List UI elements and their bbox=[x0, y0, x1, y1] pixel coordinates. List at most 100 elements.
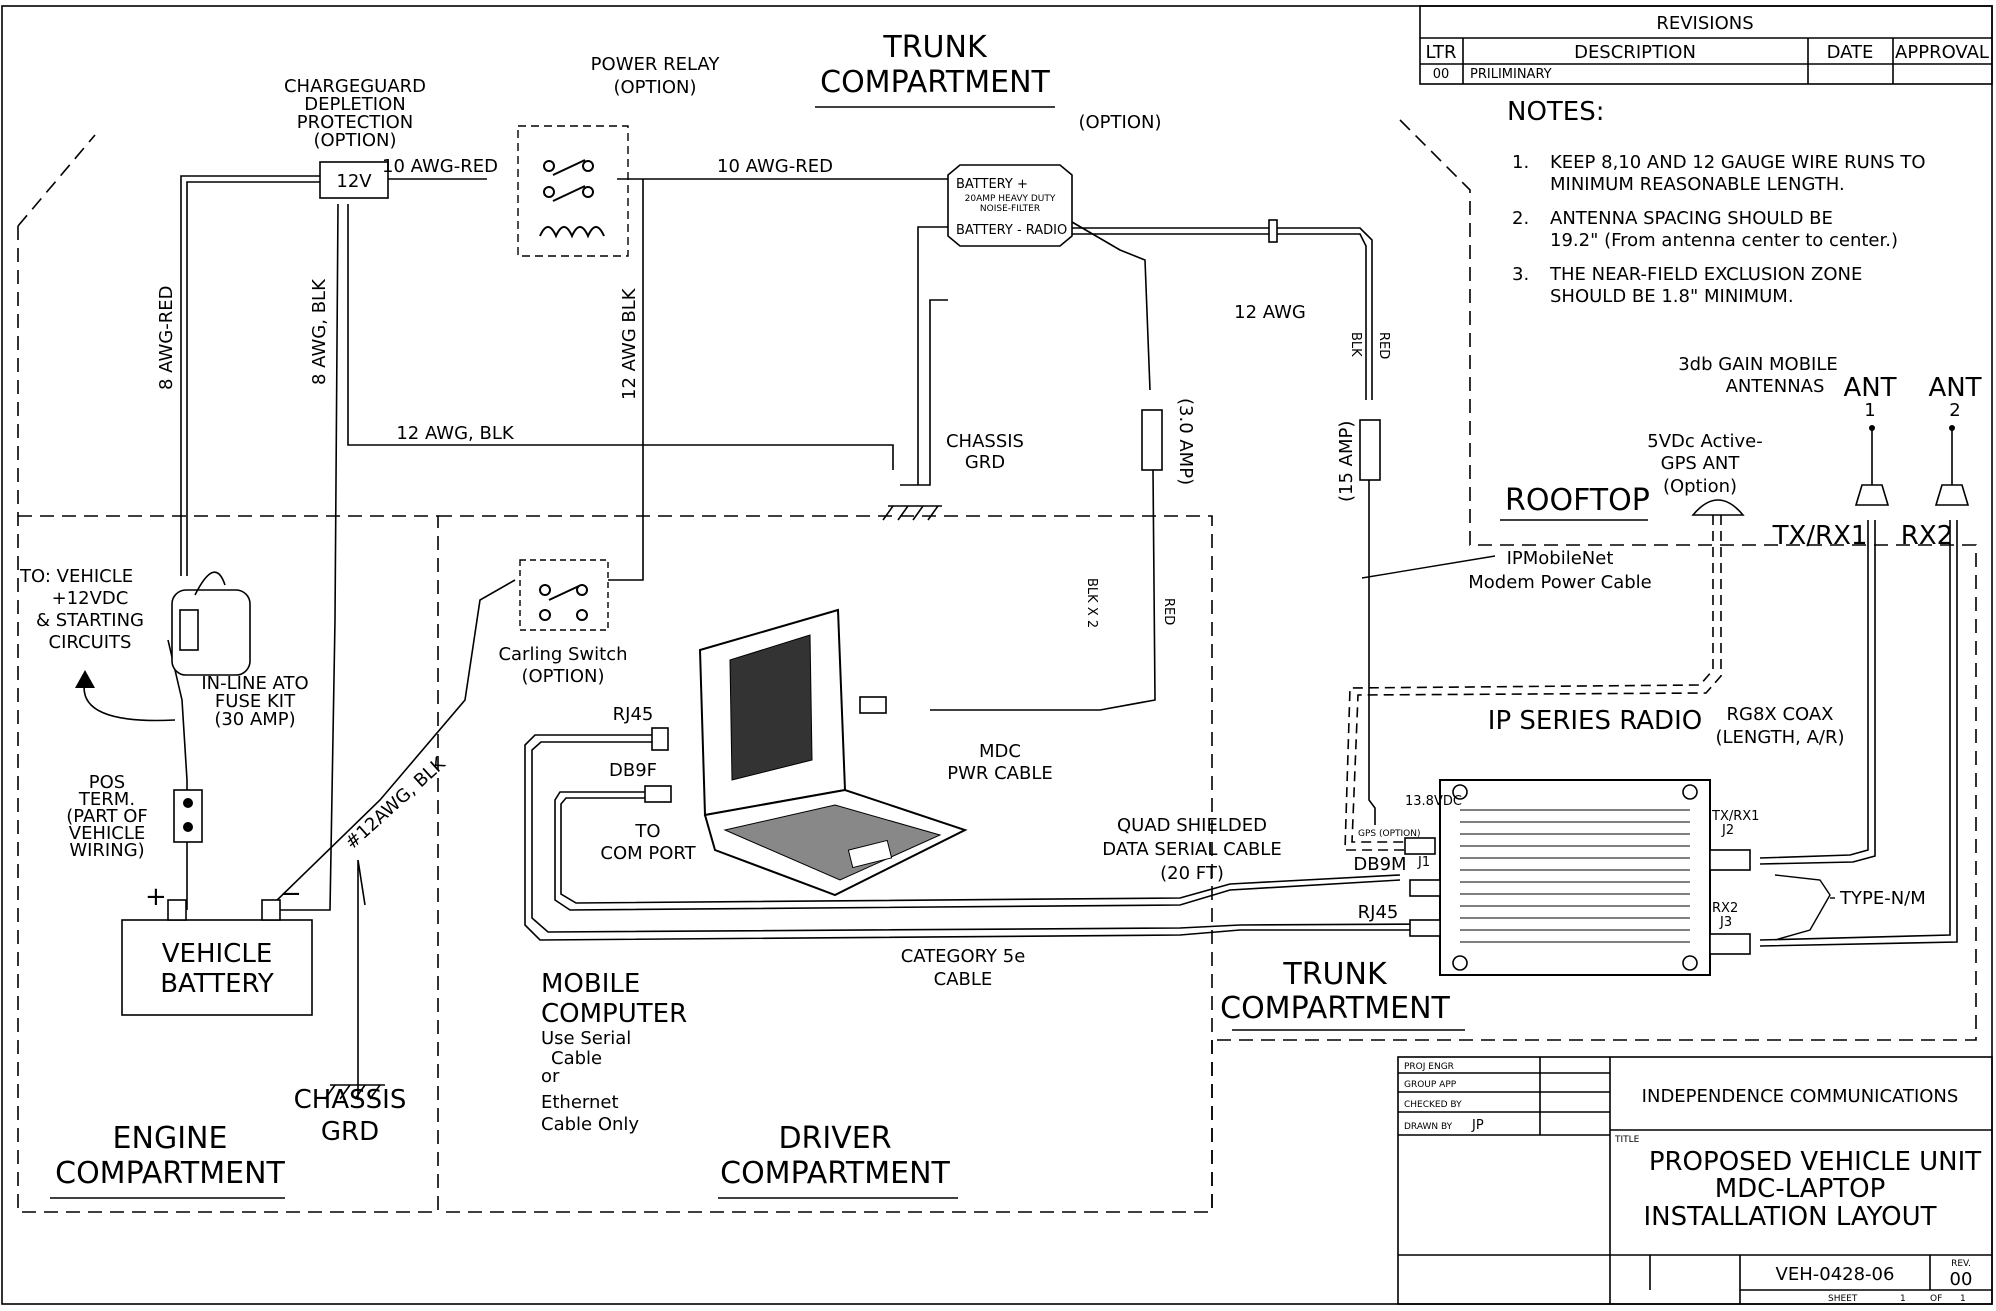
rev-header-date: DATE bbox=[1827, 42, 1874, 63]
vehicle-battery bbox=[121, 899, 313, 1016]
notes-block: NOTES: 1. KEEP 8,10 AND 12 GAUGE WIRE RU… bbox=[1507, 97, 1926, 307]
note-1-num: 1. bbox=[1512, 152, 1529, 173]
trunk-bottom-line1: TRUNK bbox=[1282, 957, 1388, 992]
trunk-top-line2: COMPARTMENT bbox=[820, 65, 1050, 100]
coax-cables bbox=[1759, 520, 1958, 947]
fuse-kit-3: (30 AMP) bbox=[214, 709, 295, 730]
mobile-computer-6: Ethernet bbox=[541, 1092, 619, 1113]
note-1-line2: MINIMUM REASONABLE LENGTH. bbox=[1550, 174, 1845, 195]
gps-antenna-icon bbox=[1691, 499, 1745, 516]
mdc-cable-1: MDC bbox=[979, 741, 1021, 762]
vehicle-power-4: CIRCUITS bbox=[49, 632, 132, 653]
tb-checked-by: CHECKED BY bbox=[1404, 1100, 1462, 1110]
carling-label-1: Carling Switch bbox=[498, 644, 627, 665]
ant2-label-2: 2 bbox=[1949, 400, 1960, 421]
type-nm-leader bbox=[1774, 874, 1835, 941]
tb-company: INDEPENDENCE COMMUNICATIONS bbox=[1642, 1086, 1959, 1107]
txrx1-j2-2: J2 bbox=[1721, 823, 1734, 838]
quad-cable-3: (20 FT) bbox=[1160, 863, 1224, 884]
rj45-radio: RJ45 bbox=[1358, 902, 1399, 923]
com-port-2: COM PORT bbox=[600, 843, 696, 864]
wire-blk: BLK bbox=[1348, 332, 1363, 357]
vehicle-power-arrow-icon bbox=[75, 670, 176, 722]
com-port-1: TO bbox=[634, 821, 660, 842]
mobile-computer-2: COMPUTER bbox=[541, 999, 687, 1029]
battery-plus: + bbox=[145, 882, 167, 912]
rg8x-1: RG8X COAX bbox=[1726, 704, 1833, 725]
blk-x2: BLK X 2 bbox=[1084, 578, 1099, 628]
note-2-line2: 19.2" (From antenna center to center.) bbox=[1550, 230, 1898, 251]
chassis-grd-bottom-2: GRD bbox=[321, 1117, 379, 1147]
chargeguard-value: 12V bbox=[336, 171, 372, 192]
chargeguard-label-3: PROTECTION bbox=[297, 112, 413, 133]
rev-header-approval: APPROVAL bbox=[1895, 42, 1989, 63]
noise-filter bbox=[947, 164, 1073, 247]
tb-of: OF bbox=[1930, 1294, 1942, 1304]
note-2-num: 2. bbox=[1512, 208, 1529, 229]
wire-8awg-red: 8 AWG-RED bbox=[156, 286, 177, 390]
tb-drawn-by-value: JP bbox=[1471, 1118, 1484, 1133]
rg8x-2: (LENGTH, A/R) bbox=[1715, 727, 1844, 748]
fuse-3amp: (3.0 AMP) bbox=[1175, 398, 1196, 485]
pos-terminal-icon bbox=[173, 789, 203, 843]
ant1-label-1: ANT bbox=[1843, 373, 1896, 403]
quad-cable-1: QUAD SHIELDED bbox=[1117, 815, 1267, 836]
note-3-num: 3. bbox=[1512, 264, 1529, 285]
gps-cable bbox=[1344, 515, 1722, 851]
filter-option-label: (OPTION) bbox=[1078, 112, 1161, 133]
mobile-computer-3: Use Serial bbox=[541, 1028, 631, 1049]
zone-labels: TRUNK COMPARTMENT ROOFTOP ENGINE COMPART… bbox=[50, 30, 1650, 1199]
db9m-label: DB9M bbox=[1353, 854, 1406, 875]
pos-term-3: (PART OF bbox=[66, 806, 147, 827]
note-1-line1: KEEP 8,10 AND 12 GAUGE WIRE RUNS TO bbox=[1550, 152, 1926, 173]
cat5-2: CABLE bbox=[934, 969, 993, 990]
inline-fuse-icon bbox=[1141, 219, 1381, 481]
driver-line1: DRIVER bbox=[778, 1121, 891, 1156]
tb-rev-label: REV. bbox=[1951, 1259, 1971, 1269]
battery-label-1: VEHICLE bbox=[162, 939, 273, 969]
sheet-border bbox=[1, 5, 1993, 1305]
txrx1-top-label: TX/RX1 bbox=[1772, 521, 1868, 551]
wire-12awg: 12 AWG bbox=[1234, 302, 1306, 323]
rx2-j3-1: RX2 bbox=[1712, 901, 1738, 916]
rev-row-desc: PRILIMINARY bbox=[1470, 67, 1552, 82]
txrx1-j2-1: TX/RX1 bbox=[1711, 809, 1759, 824]
chargeguard-label-2: DEPLETION bbox=[304, 94, 405, 115]
engine-line2: COMPARTMENT bbox=[55, 1156, 285, 1191]
notes-title: NOTES: bbox=[1507, 97, 1605, 127]
title-block-frame bbox=[1397, 1056, 1993, 1305]
fuse-kit-1: IN-LINE ATO bbox=[201, 673, 308, 694]
laptop-computer bbox=[644, 608, 968, 897]
db9f-label: DB9F bbox=[609, 760, 657, 781]
tb-sheet-num: 1 bbox=[1900, 1294, 1906, 1304]
vehicle-power-1: TO: VEHICLE bbox=[19, 566, 133, 587]
chassis-grd-top-2: GRD bbox=[965, 452, 1005, 473]
j1-label: J1 bbox=[1417, 855, 1430, 870]
filter-label-4: BATTERY - RADIO bbox=[956, 223, 1067, 238]
battery-label-2: BATTERY bbox=[160, 969, 274, 999]
antenna-header-1: 3db GAIN MOBILE bbox=[1678, 354, 1838, 375]
revisions-frame bbox=[1419, 5, 1993, 85]
revisions-table: REVISIONS LTR DESCRIPTION DATE APPROVAL … bbox=[1425, 13, 1988, 82]
mobile-computer-5: or bbox=[541, 1066, 560, 1087]
relay-contacts-icon bbox=[543, 159, 594, 202]
mobile-computer-1: MOBILE bbox=[541, 969, 640, 999]
rj45-laptop: RJ45 bbox=[613, 704, 654, 725]
type-nm-label: TYPE-N/M bbox=[1839, 888, 1926, 909]
tb-title-1: PROPOSED VEHICLE UNIT bbox=[1649, 1147, 1981, 1177]
wire-12awg-blk-diag: #12AWG, BLK bbox=[341, 753, 450, 854]
red-driver: RED bbox=[1161, 598, 1176, 625]
gps-option-label: GPS (OPTION) bbox=[1358, 829, 1420, 839]
chassis-ground-icon bbox=[324, 505, 942, 1100]
carling-label-2: (OPTION) bbox=[521, 666, 604, 687]
note-3-line1: THE NEAR-FIELD EXCLUSION ZONE bbox=[1549, 264, 1862, 285]
v138-label: 13.8VDC bbox=[1405, 794, 1462, 809]
component-labels: CHARGEGUARD DEPLETION PROTECTION (OPTION… bbox=[19, 54, 1982, 1147]
filter-label-1: BATTERY + bbox=[956, 177, 1028, 192]
tb-proj-engr: PROJ ENGR bbox=[1404, 1062, 1454, 1072]
switch-contacts-icon bbox=[539, 584, 588, 621]
gps-ant-label-1: 5VDc Active- bbox=[1647, 431, 1762, 452]
trunk-top-line1: TRUNK bbox=[882, 30, 988, 65]
